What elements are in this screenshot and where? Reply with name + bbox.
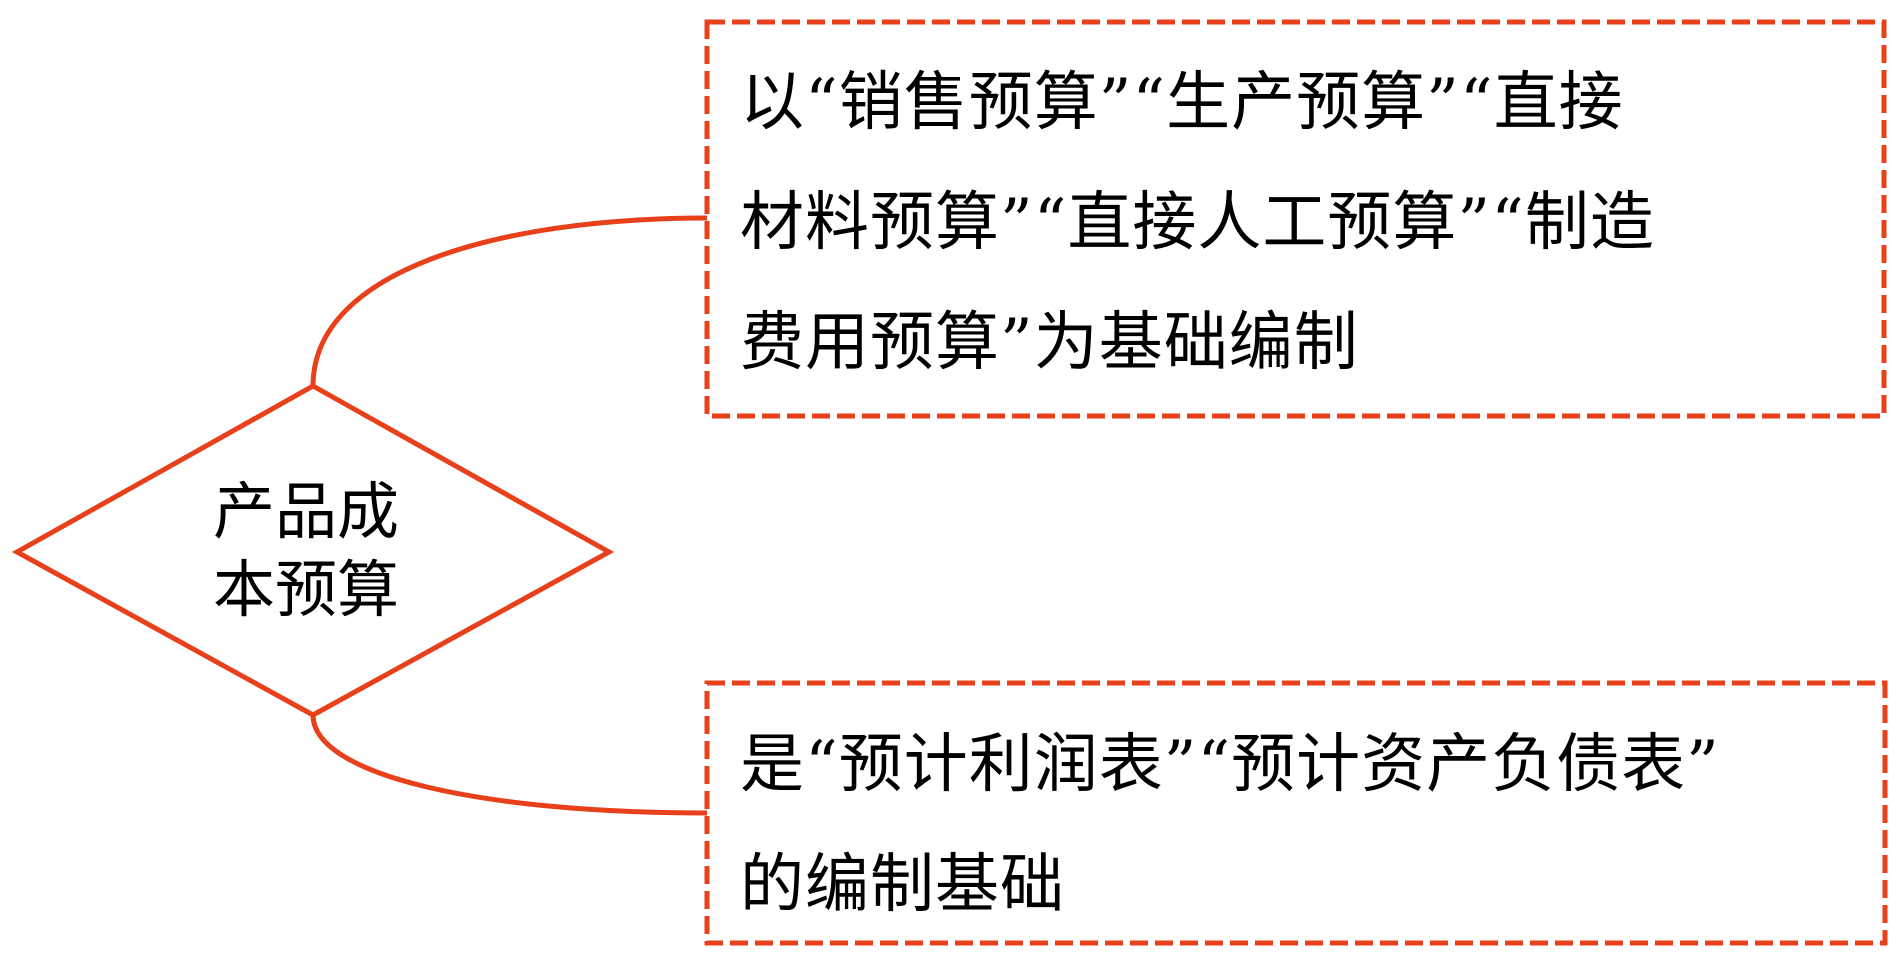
- connector-top: [310, 215, 708, 387]
- top-branch-line-3: 费用预算”为基础编制: [740, 306, 1359, 380]
- top-branch-line-2: 材料预算”“直接人工预算”“制造: [740, 186, 1655, 260]
- top-box-border: [704, 19, 1887, 419]
- bottom-box-border: [704, 680, 1888, 946]
- bottom-branch-line-1: 是“预计利润表”“预计资产负债表”: [740, 728, 1720, 802]
- top-branch-line-1: 以“销售预算”“生产预算”“直接: [740, 66, 1624, 140]
- bottom-branch-text: 是“预计利润表”“预计资产负债表” 的编制基础: [740, 705, 1720, 945]
- connector-bottom: [310, 714, 708, 816]
- diamond-node-shape: [11, 383, 615, 718]
- top-branch-text: 以“销售预算”“生产预算”“直接 材料预算”“直接人工预算”“制造 费用预算”为…: [740, 43, 1655, 403]
- center-node-line-1: 产品成: [213, 475, 400, 548]
- center-node-line-2: 本预算: [213, 553, 400, 626]
- bottom-branch-line-2: 的编制基础: [740, 848, 1065, 922]
- center-node-label: 产品成 本预算: [213, 473, 399, 629]
